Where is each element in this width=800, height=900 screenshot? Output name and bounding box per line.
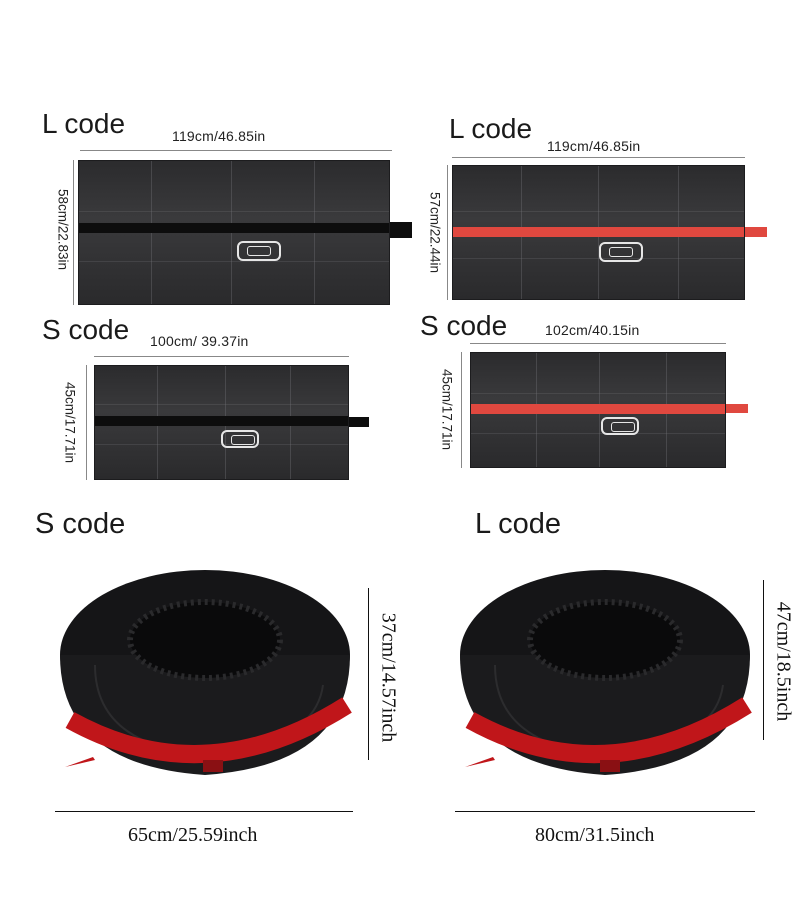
height-label-tire-left: 37cm/14.57inch: [377, 612, 400, 743]
height-arrow-tire-left: [368, 588, 369, 760]
width-label-mid-right: 102cm/40.15in: [545, 322, 640, 338]
car-icon: [237, 241, 281, 261]
strap-mid-right: [471, 404, 725, 414]
flat-bag-mid-left: [94, 365, 349, 480]
code-label-tire-right: L code: [475, 508, 561, 540]
strap-mid-left: [95, 416, 348, 426]
code-label-tire-left: S code: [35, 508, 126, 540]
width-line-top-left: [80, 150, 392, 151]
width-label-mid-left: 100cm/ 39.37in: [150, 333, 249, 349]
height-arrow-tire-right: [763, 580, 764, 740]
width-label-top-right: 119cm/46.85in: [547, 138, 641, 154]
tire-cover-right: [460, 570, 752, 775]
car-icon: [601, 417, 639, 435]
flat-bag-top-left: [78, 160, 390, 305]
flat-bag-mid-right: [470, 352, 726, 468]
width-arrow-tire-right: [455, 811, 755, 812]
width-line-mid-left: [94, 356, 349, 357]
car-icon: [599, 242, 643, 262]
width-label-tire-right: 80cm/31.5inch: [535, 824, 655, 846]
code-label-top-right: L code: [449, 113, 533, 144]
code-label-mid-right: S code: [420, 310, 508, 341]
height-label-top-right: 57cm/22.44in: [427, 191, 443, 274]
width-line-top-right: [452, 157, 745, 158]
height-label-mid-right: 45cm/17.71in: [439, 368, 455, 451]
width-label-top-left: 119cm/46.85in: [172, 128, 266, 144]
strap-tail-mid-right: [726, 404, 748, 413]
strap-top-left: [79, 223, 389, 233]
strap-top-right: [453, 227, 744, 237]
height-label-tire-right: 47cm/18.5inch: [772, 601, 795, 722]
code-label-mid-left: S code: [42, 314, 130, 345]
code-label-top-left: L code: [42, 108, 126, 139]
car-icon: [221, 430, 259, 448]
height-line-mid-left: [86, 365, 87, 480]
strap-tail-top-left: [390, 222, 412, 238]
width-label-tire-left: 65cm/25.59inch: [128, 824, 258, 846]
height-label-mid-left: 45cm/17.71in: [62, 381, 78, 464]
height-label-top-left: 58cm/22.83in: [55, 188, 71, 271]
height-line-top-right: [447, 165, 448, 300]
strap-tail-top-right: [745, 227, 767, 237]
tire-cover-left: [60, 570, 352, 775]
flat-bag-top-right: [452, 165, 745, 300]
strap-tail-mid-left: [349, 417, 369, 427]
width-arrow-tire-left: [55, 811, 353, 812]
width-line-mid-right: [470, 343, 726, 344]
height-line-top-left: [73, 160, 74, 305]
height-line-mid-right: [461, 352, 462, 468]
